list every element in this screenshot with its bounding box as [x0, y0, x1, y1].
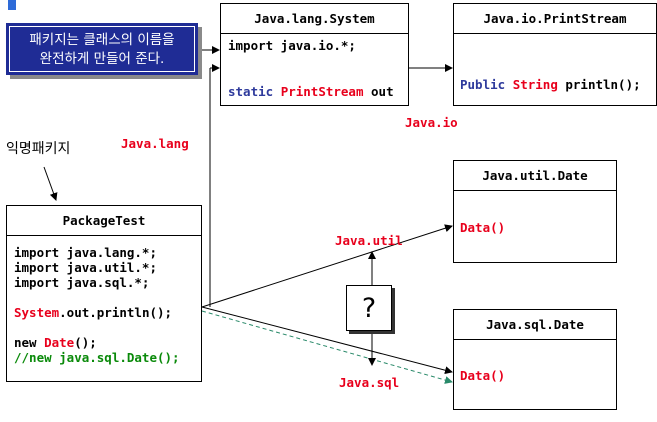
package-label-util: Java.util	[335, 233, 403, 248]
sql-date-box: Java.sql.Date Data()	[453, 309, 617, 410]
system-out-field: static PrintStream out	[228, 84, 394, 99]
util-date-box: Java.util.Date Data()	[453, 160, 617, 263]
new-date-line: new Date();	[14, 335, 97, 350]
printstream-box: Java.io.PrintStream Public String printl…	[453, 3, 657, 106]
util-date-method: Data()	[460, 220, 506, 235]
note-line-1: 패키지는 클래스의 이름을	[29, 32, 175, 48]
ambiguity-question-box: ?	[346, 285, 392, 331]
printstream-method: Public String println();	[460, 77, 641, 92]
system-import-line: import java.io.*;	[228, 38, 356, 53]
comment-line: //new java.sql.Date();	[14, 350, 180, 365]
import-util-line: import java.util.*;	[14, 260, 157, 275]
anonymous-package-label: 익명패키지	[6, 141, 71, 157]
package-label-sql: Java.sql	[339, 375, 400, 390]
package-test-code: import java.lang.*; import java.util.*; …	[14, 245, 180, 365]
package-test-box: PackageTest import java.lang.*; import j…	[6, 205, 202, 382]
println-line: System.out.println();	[14, 305, 173, 320]
system-box: Java.lang.System import java.io.*; stati…	[220, 3, 409, 106]
import-lang-line: import java.lang.*;	[14, 245, 157, 260]
system-box-title: Java.lang.System	[221, 4, 408, 34]
sql-arrow	[201, 306, 453, 375]
note-line-2: 완전하게 만들어 준다.	[39, 51, 165, 67]
package-label-io: Java.io	[405, 115, 458, 130]
printstream-box-title: Java.io.PrintStream	[454, 4, 656, 34]
sql-date-title: Java.sql.Date	[454, 310, 616, 340]
util-date-title: Java.util.Date	[454, 161, 616, 191]
slide-accent-tab	[8, 0, 16, 10]
sql-date-method: Data()	[460, 368, 506, 383]
anonymous-package-arrow	[43, 166, 58, 201]
sql-dashed-arrow	[201, 310, 453, 384]
import-sql-line: import java.sql.*;	[14, 275, 150, 290]
util-arrow	[201, 224, 453, 308]
package-label-lang: Java.lang	[121, 136, 189, 151]
explanation-note: 패키지는 클래스의 이름을 완전하게 만들어 준다.	[6, 23, 198, 75]
package-test-title: PackageTest	[7, 206, 201, 236]
